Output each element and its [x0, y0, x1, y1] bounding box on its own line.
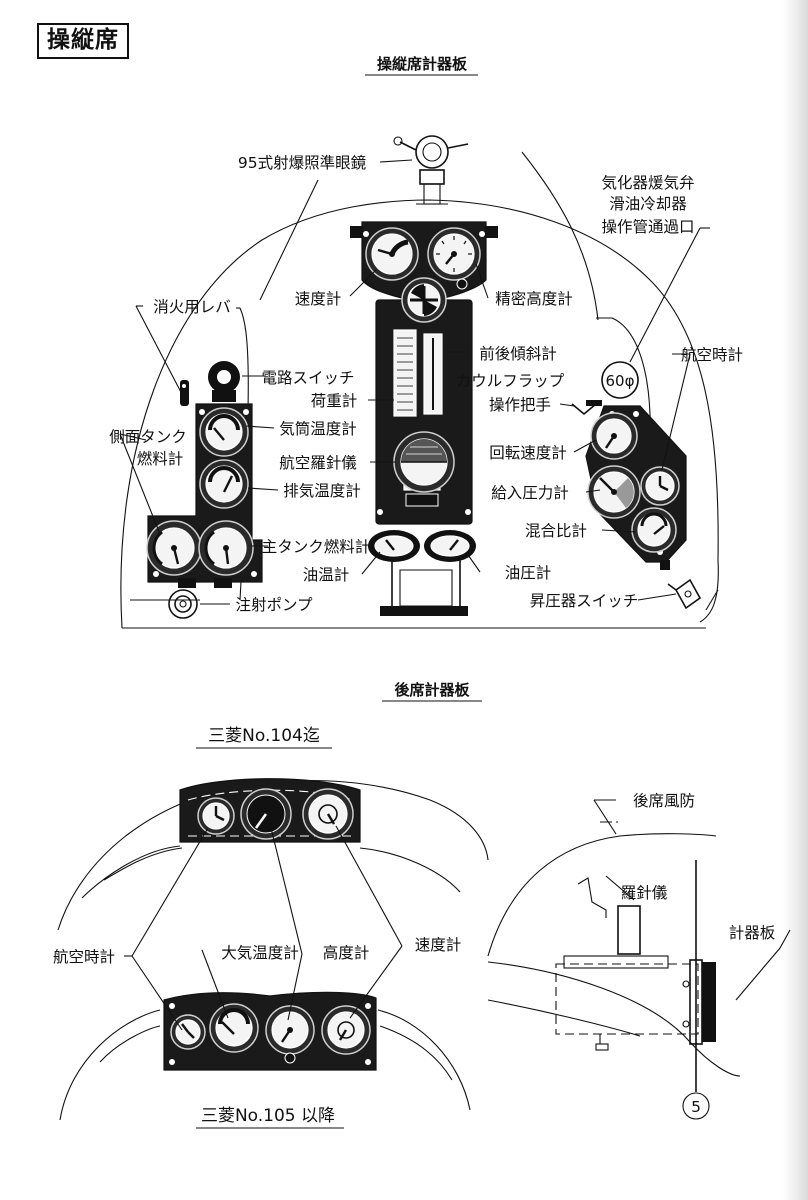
label-pitch-indicator: 前後傾斜計: [479, 345, 557, 363]
label-extinguisher: 消火用レバ: [153, 298, 231, 316]
label-carb-line1: 気化器煖気弁: [601, 174, 694, 192]
label-supercharger-switch: 昇圧器スイッチ: [530, 592, 639, 610]
label-rear-compass: 羅針儀: [621, 884, 668, 902]
passage-plate: 60φ: [601, 361, 639, 399]
rear-side-section: [487, 821, 741, 1092]
label-cowl-flap: カウルフラップ: [456, 372, 565, 390]
label-side-tank: 側面タンク: [109, 428, 187, 446]
front-leader-lines: [119, 159, 710, 605]
circuit-switch-knob: [208, 361, 240, 402]
label-rear-clock: 航空時計: [53, 948, 115, 966]
rear-air-temp-late: [209, 1003, 259, 1053]
label-precision-alt: 精密高度計: [495, 290, 573, 308]
label-oil-temp: 油温計: [303, 566, 350, 584]
label-bombsight: 95式射爆照準眼鏡: [238, 153, 366, 172]
label-model-late: 三菱No.105 以降: [201, 1106, 335, 1126]
rear-clock-early: [197, 797, 235, 835]
altimeter-knob: [456, 278, 468, 290]
label-rear-canopy: 後席風防: [633, 792, 695, 810]
label-primer: 注射ポンプ: [235, 596, 313, 614]
label-boost-gauge: 給入圧力計: [491, 484, 569, 502]
bombsight-sight: [393, 135, 469, 205]
label-rear-air-temp: 大気温度計: [221, 944, 299, 962]
label-rear-altimeter: 高度計: [323, 944, 370, 962]
callout-circle: [682, 1092, 710, 1120]
rear-airspeed-early: [302, 788, 354, 840]
plate-size-label: 60φ: [606, 372, 635, 390]
rear-altimeter-late: [265, 1005, 315, 1055]
label-rear-airspeed: 速度計: [415, 936, 462, 954]
callout-number: 5: [691, 1098, 701, 1116]
label-exhaust-temp: 排気温度計: [283, 482, 361, 500]
section-tag: 操縦席: [37, 23, 129, 59]
cowl-flap-handle: [571, 400, 602, 416]
rear-leader-lines: [124, 823, 403, 1031]
front-airspeed-gauge: [365, 227, 419, 281]
label-model-early: 三菱No.104迄: [208, 726, 320, 746]
label-compass: 航空羅針儀: [279, 454, 357, 472]
label-oil-press: 油圧計: [505, 564, 552, 582]
label-airspeed: 速度計: [295, 290, 342, 308]
label-load-gauge: 荷重計: [311, 392, 358, 410]
precision-altimeter-gauge: [427, 227, 481, 281]
tachometer-gauge: [590, 412, 638, 460]
label-main-tank-fuel: 主タンク燃料計: [262, 538, 371, 556]
oil-pressure-gauge: [424, 530, 476, 562]
cylinder-temp-gauge: [199, 407, 249, 457]
mixture-ratio-gauge: [631, 507, 677, 553]
panel-leader: [735, 929, 791, 1001]
side-tank-fuel-gauge: [146, 520, 202, 576]
rear-altimeter-knob: [284, 1052, 296, 1064]
label-tachometer: 回転速度計: [489, 444, 567, 462]
extinguisher-lever: [180, 380, 189, 406]
label-circuit-switch: 電路スイッチ: [261, 369, 354, 387]
label-carb-line3: 操作管通過口: [601, 218, 694, 236]
label-aircraft-clock: 航空時計: [681, 346, 743, 364]
label-cyl-temp: 気筒温度計: [279, 420, 357, 438]
boost-pressure-gauge: [587, 465, 641, 519]
turn-indicator-gauge: [401, 277, 447, 323]
rear-clock-late: [170, 1014, 206, 1050]
front-compass-gauge: [393, 431, 455, 493]
label-mixture: 混合比計: [525, 522, 587, 540]
right-clock-gauge: [640, 466, 680, 506]
rear-altimeter-early: [240, 788, 292, 840]
main-tank-fuel-gauge: [198, 520, 254, 576]
label-cowl-flap-handle: 操作把手: [489, 396, 551, 414]
exhaust-temp-gauge: [199, 459, 249, 509]
rear-panel-title: 後席計器板: [393, 681, 470, 699]
label-rear-panel: 計器板: [729, 924, 776, 942]
oil-temp-gauge: [368, 530, 420, 562]
label-carb-line2: 滑油冷却器: [609, 195, 687, 213]
canopy-leader-b: [593, 799, 617, 835]
supercharger-switch: [667, 578, 702, 610]
primer-pump: [168, 589, 198, 619]
label-side-tank-fuel: 燃料計: [137, 450, 184, 468]
front-panel-title: 操縦席計器板: [377, 55, 468, 73]
page-edge-shadow: [782, 0, 808, 1200]
rear-airspeed-late: [321, 1005, 371, 1055]
